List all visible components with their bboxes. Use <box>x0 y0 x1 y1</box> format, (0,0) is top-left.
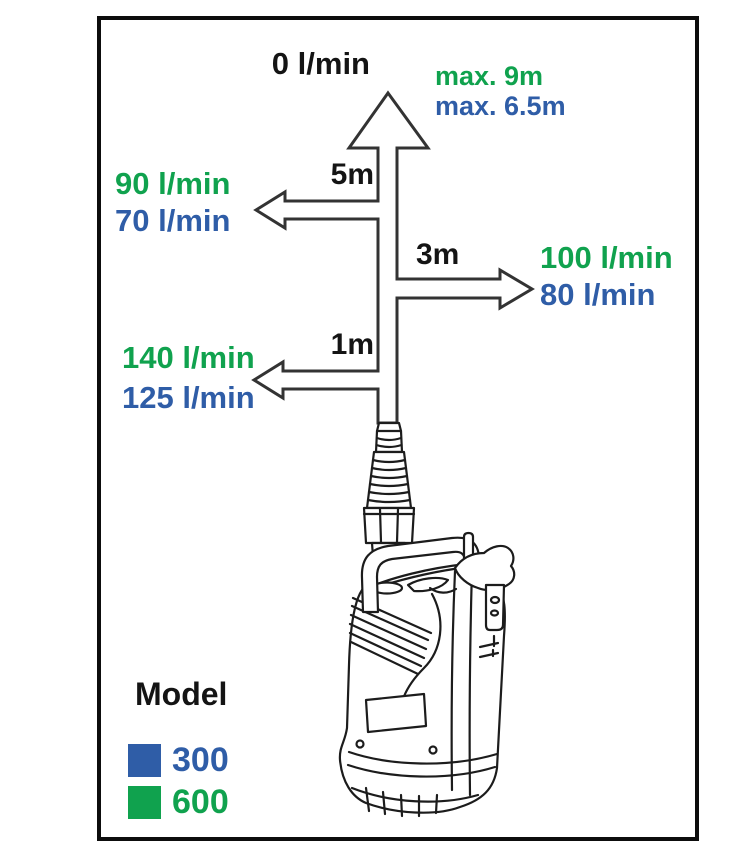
branch-3m-blue-flow-label: 80 l/min <box>540 277 656 312</box>
legend-swatch-600 <box>128 785 161 819</box>
branch-1m-green-flow-label: 140 l/min <box>122 340 255 375</box>
legend-swatch-300 <box>128 743 161 777</box>
max-head-green-label: max. 9m <box>435 61 544 91</box>
branch-5m-blue-flow-label: 70 l/min <box>115 203 231 238</box>
branch-1m-flow-labels: 140 l/min 125 l/min <box>122 338 255 418</box>
zero-flow-label: 0 l/min <box>271 46 370 81</box>
branch-1m-blue-flow-label: 125 l/min <box>122 380 255 415</box>
max-head-blue-label: max. 6.5m <box>435 91 566 121</box>
branch-3m-green-flow-label: 100 l/min <box>540 240 673 275</box>
pump-illustration <box>338 421 516 818</box>
flow-pipe-arrows <box>251 90 535 425</box>
branch-3m-flow-labels: 100 l/min 80 l/min <box>540 239 673 313</box>
branch-5m-height-label: 5m <box>330 158 374 191</box>
legend-item-300: 300 <box>128 743 229 777</box>
branch-1m-height-label: 1m <box>330 328 374 361</box>
max-head-labels: max. 9m max. 6.5m <box>435 61 566 121</box>
strainer-base <box>346 750 499 818</box>
legend-item-600: 600 <box>128 785 229 819</box>
legend-label-600: 600 <box>172 783 229 821</box>
float-switch-bracket <box>453 531 516 658</box>
branch-3m-height-label: 3m <box>416 238 460 271</box>
legend-title: Model <box>135 676 228 712</box>
legend-label-300: 300 <box>172 741 229 779</box>
branch-5m-green-flow-label: 90 l/min <box>115 166 231 201</box>
branch-5m-flow-labels: 90 l/min 70 l/min <box>115 165 230 239</box>
hose-connector <box>365 421 413 510</box>
